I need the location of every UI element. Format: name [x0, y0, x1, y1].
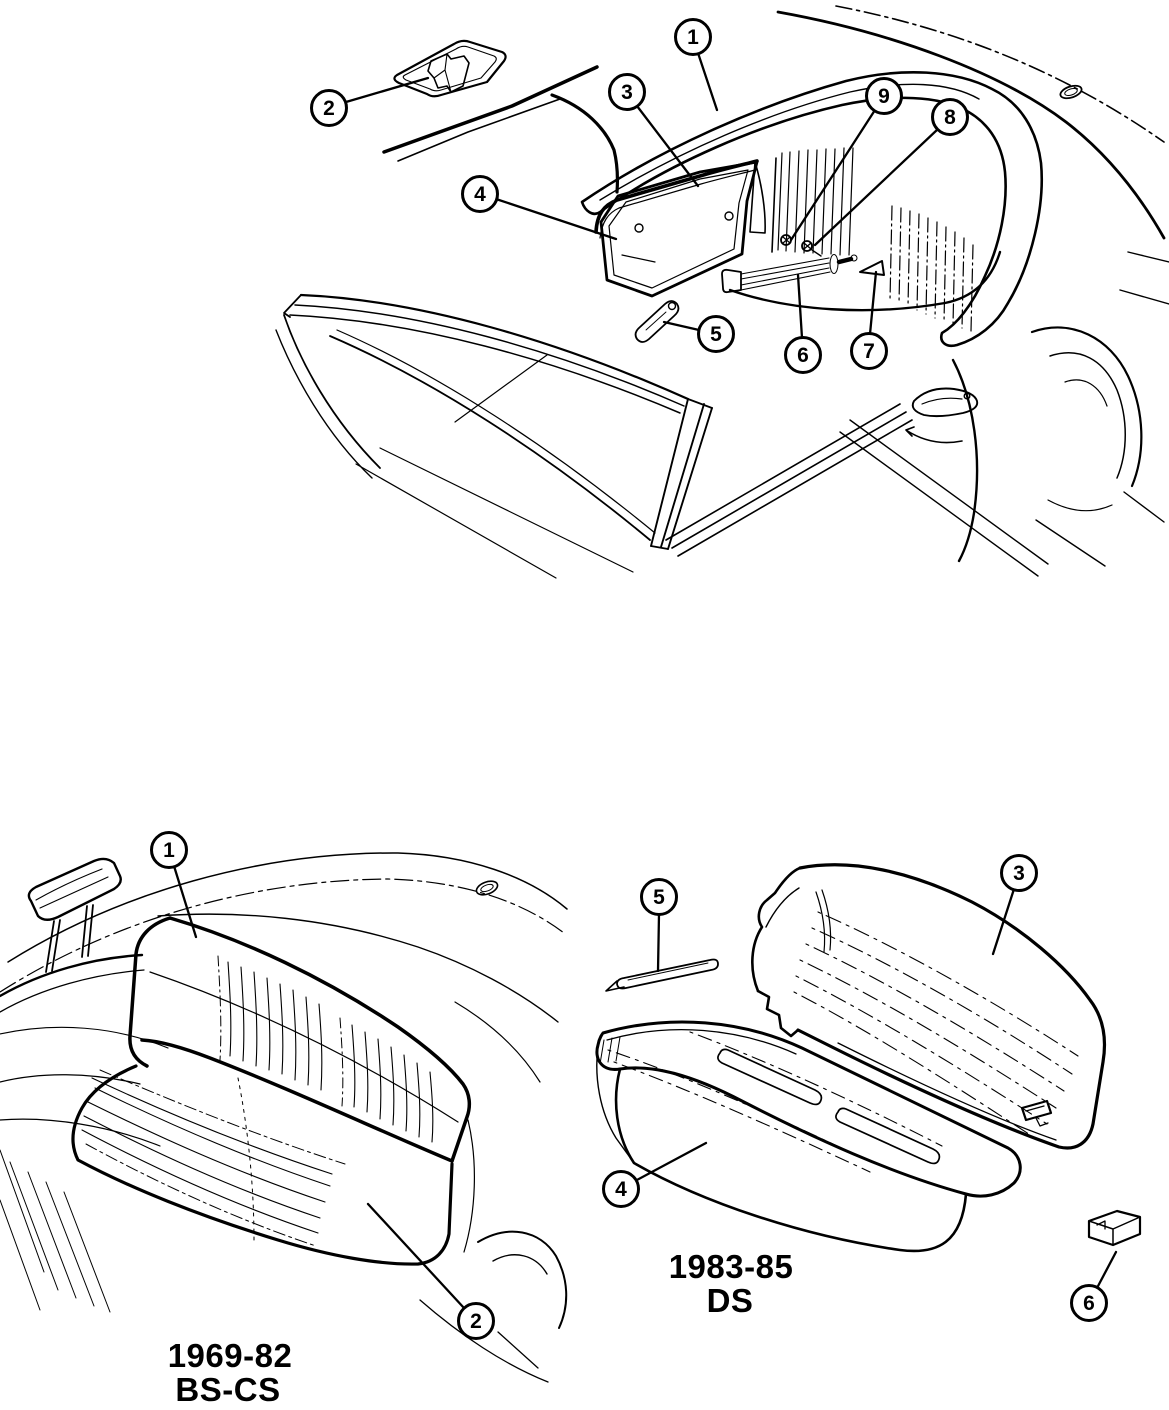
bottom-right-caption-code: DS: [706, 1282, 754, 1319]
top-leader-lines: [344, 51, 940, 340]
bottom-right-callout-4: 4: [602, 1170, 640, 1208]
bottom-left-diagram-art: [0, 852, 568, 1383]
bolt-part6: [721, 254, 858, 294]
wedge-part7: [859, 260, 885, 276]
top-callout-3: 3: [608, 73, 646, 111]
bottom-left-caption-years: 1969-82: [167, 1337, 293, 1374]
seat-back-pleats: [728, 147, 1002, 332]
br-seat-back-part3: [751, 863, 1107, 1150]
windshield-frame: [275, 293, 713, 550]
bl-car-body: [0, 852, 568, 1383]
top-callout-1: 1: [674, 18, 712, 56]
top-callout-9: 9: [865, 77, 903, 115]
car-body-lines: [382, 5, 1169, 305]
quarter-trim-rail-part1: [580, 71, 1043, 348]
wheel-arch: [1030, 326, 1165, 567]
bottom-left-callout-1: 1: [150, 831, 188, 869]
pin-part5: [634, 300, 680, 343]
bottom-right-callout-3: 3: [1000, 854, 1038, 892]
quarter-trim-panel-parts-3-4: [594, 159, 759, 298]
br-clip-part6: [1087, 1209, 1142, 1247]
door-and-quarter-panel: [355, 358, 1049, 579]
top-diagram-art: [275, 5, 1169, 579]
top-callout-8: 8: [931, 98, 969, 136]
screw-part8: [801, 240, 822, 257]
bottom-right-diagram-art: [595, 863, 1142, 1290]
top-callout-7: 7: [850, 332, 888, 370]
top-callout-5: 5: [697, 315, 735, 353]
bottom-left-caption-code: BS-CS: [175, 1371, 281, 1408]
top-callout-4: 4: [461, 175, 499, 213]
bl-leader-lines: [172, 864, 466, 1310]
top-callout-6: 6: [784, 336, 822, 374]
retractor-part2: [393, 39, 507, 98]
br-trim-stick-part5: [605, 958, 719, 992]
bottom-left-callout-2: 2: [457, 1302, 495, 1340]
br-leader-lines: [633, 887, 1118, 1290]
bottom-right-callout-6: 6: [1070, 1284, 1108, 1322]
bl-front-seat-headrest: [0, 857, 169, 1147]
bottom-right-callout-5: 5: [640, 878, 678, 916]
bl-bench-seat-cushion: [0, 1064, 454, 1313]
bottom-right-caption-years: 1983-85: [668, 1248, 794, 1285]
top-callout-2: 2: [310, 89, 348, 127]
bl-bench-seat-back: [128, 916, 472, 1163]
br-seat-cushion-part4: [595, 1020, 1022, 1253]
